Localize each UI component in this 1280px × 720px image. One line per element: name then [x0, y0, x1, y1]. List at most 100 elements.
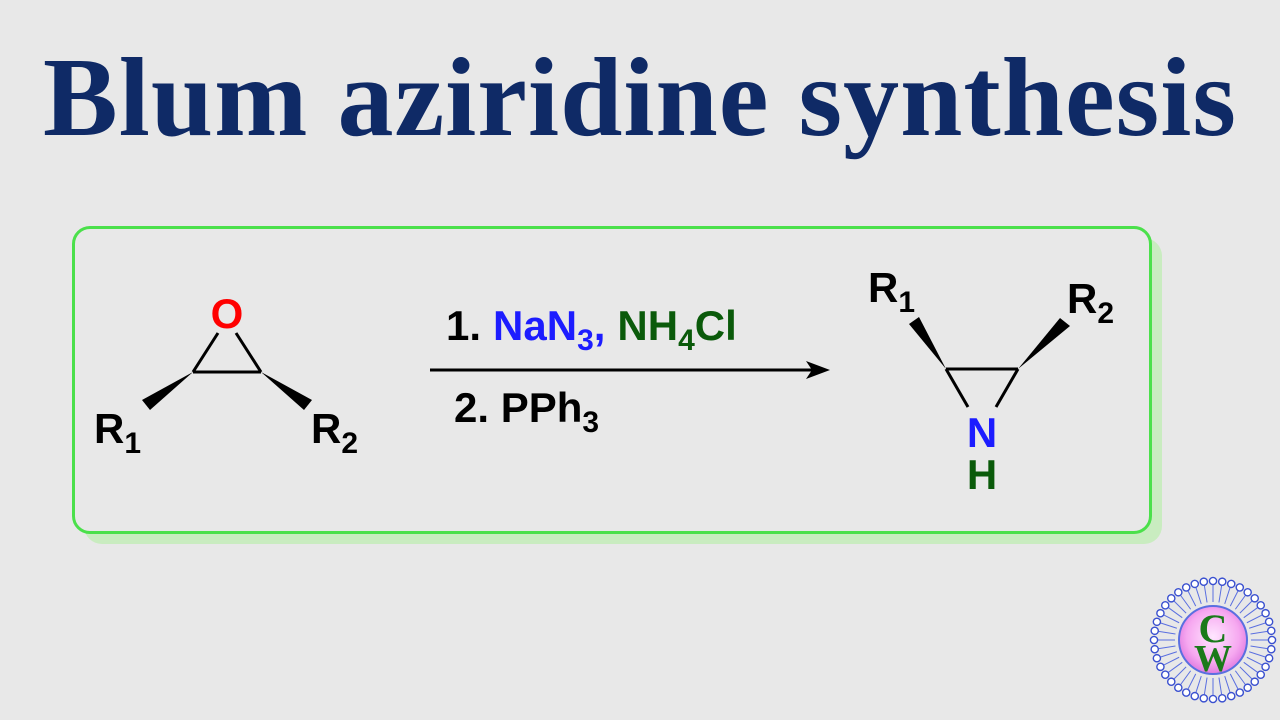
aziridine-nitrogen-label: N: [967, 409, 997, 456]
epoxide-r1-subscript: 1: [124, 427, 141, 460]
logo-dot: [1217, 577, 1227, 587]
logo-dot: [1181, 583, 1191, 592]
logo-letter-w: W: [1194, 638, 1232, 680]
logo-ray: [1246, 614, 1263, 624]
logo-dot: [1264, 653, 1274, 663]
logo-ray: [1180, 595, 1192, 610]
reaction-panel: [72, 226, 1152, 534]
logo-dot: [1150, 626, 1160, 636]
logo-ray: [1243, 607, 1258, 619]
logo-dot: [1156, 662, 1165, 672]
logo-ray: [1224, 675, 1231, 693]
step-2-reagent: 2. PPh: [454, 384, 582, 431]
aziridine-r1-letter: R: [868, 264, 898, 311]
logo-core: [1178, 605, 1248, 675]
logo-ray: [1239, 666, 1253, 680]
logo-dot: [1261, 608, 1270, 618]
logo-dot: [1235, 688, 1245, 697]
logo-dot: [1166, 677, 1176, 687]
logo-dot: [1152, 653, 1162, 663]
logo-ray: [1187, 673, 1197, 690]
logo-ray: [1246, 656, 1263, 666]
logo-ray: [1187, 590, 1197, 607]
logo-letter-c: C: [1199, 606, 1228, 651]
logo-dot: [1250, 677, 1260, 687]
logo-dot: [1199, 693, 1209, 703]
logo-ray: [1168, 661, 1183, 673]
logo-dot: [1264, 617, 1274, 627]
logo-dot: [1243, 683, 1252, 693]
logo-ray: [1158, 645, 1176, 650]
logo-dot: [1199, 577, 1209, 587]
logo-dot: [1208, 576, 1218, 586]
logo-dot: [1243, 587, 1252, 597]
logo-ray: [1234, 670, 1246, 685]
logo-dot: [1152, 617, 1162, 627]
logo-dot: [1190, 579, 1200, 589]
step-2-label: 2. PPh3: [454, 384, 599, 439]
logo-dot: [1235, 583, 1245, 592]
logo-ray: [1163, 656, 1180, 666]
reaction-conditions: 1.NaN3,NH4Cl 2. PPh3: [430, 302, 830, 439]
logo-dot: [1266, 644, 1276, 654]
logo-ray: [1158, 630, 1176, 635]
epoxide-r2-subscript: 2: [341, 427, 358, 460]
logo-dot: [1256, 670, 1266, 679]
reagent-ammonium-chloride-tail: Cl: [695, 302, 737, 349]
reaction-arrow-head: [806, 361, 830, 379]
logo-ray: [1160, 651, 1178, 658]
logo-ray: [1234, 595, 1246, 610]
aziridine-r1-label: R1: [868, 264, 915, 319]
reagent-sodium-azide: NaN: [493, 302, 577, 349]
epoxide-r2-letter: R: [311, 405, 341, 452]
epoxide-r1-label: R1: [94, 405, 141, 460]
epoxide-wedge-r2: [261, 372, 312, 410]
logo-ray: [1203, 677, 1208, 695]
reagent-ammonium-chloride-subscript: 4: [678, 324, 695, 357]
logo-ray: [1195, 587, 1202, 605]
logo-dot: [1156, 608, 1165, 618]
logo-ray: [1163, 614, 1180, 624]
logo-dot: [1160, 601, 1170, 610]
logo-ray: [1218, 677, 1223, 695]
logo-ray: [1180, 670, 1192, 685]
logo-ray: [1239, 600, 1253, 614]
logo-dot: [1150, 644, 1160, 654]
aziridine-r2-letter: R: [1067, 275, 1097, 322]
logo-dot: [1166, 593, 1176, 603]
logo-dot: [1208, 694, 1218, 704]
logo-ray: [1248, 622, 1266, 629]
logo-ray: [1250, 645, 1268, 650]
logo-ray: [1250, 630, 1268, 635]
page-title: Blum aziridine synthesis: [43, 36, 1237, 160]
logo-ray: [1218, 585, 1223, 603]
logo-ray: [1160, 622, 1178, 629]
aziridine-wedge-r1: [909, 317, 946, 369]
epoxide-bond-c1-o: [191, 332, 220, 373]
aziridine-r2-subscript: 2: [1097, 297, 1114, 330]
logo-dot: [1217, 693, 1227, 703]
logo-dot: [1181, 688, 1191, 697]
cw-logo: C W: [1149, 576, 1277, 704]
logo-ray: [1229, 673, 1239, 690]
logo-ray: [1224, 587, 1231, 605]
logo-ray: [1173, 666, 1187, 680]
logo-ray: [1173, 600, 1187, 614]
reagent-ammonium-chloride: NH: [617, 302, 678, 349]
logo-ray: [1203, 585, 1208, 603]
reagent-separator: ,: [594, 302, 606, 349]
logo-dot-ring: [1149, 576, 1277, 704]
aziridine-hydrogen-label: H: [967, 451, 997, 498]
logo-dot: [1149, 635, 1159, 645]
logo-ray: [1195, 675, 1202, 693]
aziridine-r2-label: R2: [1067, 275, 1114, 330]
reagent-sodium-azide-subscript: 3: [577, 324, 594, 357]
logo-dot: [1226, 579, 1236, 589]
logo-dot: [1250, 593, 1260, 603]
step-1-label: 1.NaN3,NH4Cl: [446, 302, 737, 357]
logo-dot: [1226, 691, 1236, 701]
logo-ray: [1248, 651, 1266, 658]
aziridine-bond-c2-n: [994, 368, 1020, 408]
logo-ray: [1243, 661, 1258, 673]
